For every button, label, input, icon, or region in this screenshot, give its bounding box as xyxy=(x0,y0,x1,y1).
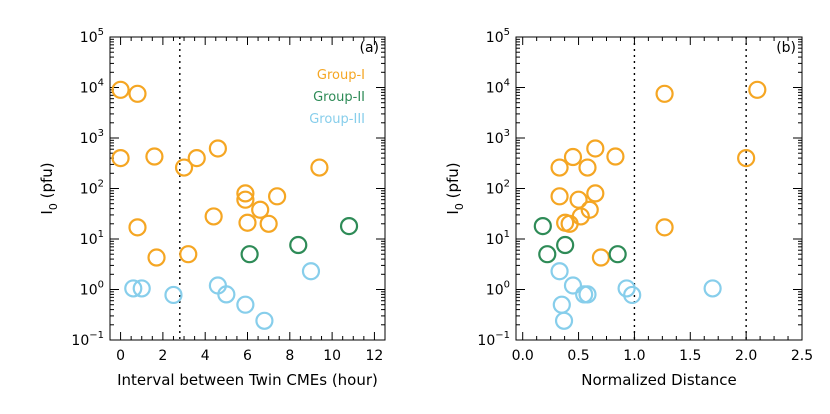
data-point-group-iii xyxy=(124,279,143,298)
x-tick-label: 4 xyxy=(201,348,210,364)
legend-entry: Group-I xyxy=(317,68,365,83)
data-point-group-i xyxy=(236,184,255,203)
panel-b: 0.0 0.5 1.0 1.5 2.0 2.5 10−1 100 101 102 103 104 105… xyxy=(444,27,813,389)
x-tick-label: 0.0 xyxy=(512,348,534,364)
data-point-group-i xyxy=(128,218,147,237)
data-point-group-i xyxy=(606,147,625,166)
y-tick-label: 10−1 xyxy=(71,330,104,349)
data-point-group-i xyxy=(586,139,605,158)
x-tick-label: 1.0 xyxy=(623,348,645,364)
panel-label: (b) xyxy=(776,40,796,56)
data-point-group-i xyxy=(586,184,605,203)
data-point-group-i xyxy=(550,187,569,206)
x-tick-label: 0 xyxy=(116,348,125,364)
data-point-group-iii xyxy=(552,295,571,314)
data-point-group-i xyxy=(251,200,270,219)
x-tick-label: 2.5 xyxy=(791,348,813,364)
data-point-group-i xyxy=(179,245,198,264)
data-point-group-i xyxy=(236,190,255,209)
data-point-group-i xyxy=(268,187,287,206)
data-point-group-i xyxy=(550,158,569,177)
data-point-group-i xyxy=(748,80,767,99)
x-tick-label: 2.0 xyxy=(735,348,757,364)
data-point-group-i xyxy=(737,148,756,168)
y-tick-label: 100 xyxy=(80,280,104,299)
data-point-group-ii xyxy=(339,217,359,236)
data-point-group-iii xyxy=(255,311,274,330)
x-tick-label: 0.5 xyxy=(567,348,589,364)
data-point-group-ii xyxy=(538,245,557,264)
panel-a: 0 2 4 6 8 10 12 10−1 100 101 102 103 104 105 (a) Group-… xyxy=(38,27,386,389)
data-point-group-i xyxy=(187,148,206,168)
data-point-group-iii xyxy=(554,311,574,330)
x-tick-label: 1.5 xyxy=(679,348,701,364)
data-point-group-i xyxy=(238,213,257,232)
data-point-group-i xyxy=(111,80,130,99)
data-point-group-iii xyxy=(132,279,151,298)
data-point-group-iii xyxy=(578,285,597,304)
data-point-group-i xyxy=(174,158,194,177)
y-tick-label: 103 xyxy=(80,128,104,147)
x-tick-label: 2 xyxy=(158,348,167,364)
data-point-group-i xyxy=(145,147,164,166)
y-tick-label: 101 xyxy=(80,229,104,248)
data-point-group-iii xyxy=(703,279,722,298)
data-point-group-i xyxy=(208,139,227,158)
data-point-group-i xyxy=(563,147,583,167)
x-tick-label: 8 xyxy=(285,348,294,364)
y-tick-label: 105 xyxy=(486,27,510,46)
data-point-group-ii xyxy=(556,235,575,255)
data-point-group-iii xyxy=(217,285,236,304)
data-point-group-iii xyxy=(563,276,583,295)
data-point-group-i xyxy=(560,214,579,233)
data-point-group-i xyxy=(204,207,223,226)
panel-label: (a) xyxy=(359,40,379,56)
legend-entry: Group-III xyxy=(309,112,365,127)
y-tick-label: 102 xyxy=(486,179,510,198)
y-tick-label: 100 xyxy=(486,280,510,299)
data-point-group-i xyxy=(111,148,130,168)
data-point-group-ii xyxy=(608,245,627,264)
y-axis-title: I0 (pfu) xyxy=(444,162,466,214)
data-point-group-ii xyxy=(240,245,259,264)
data-point-group-i xyxy=(310,158,329,177)
y-tick-label: 104 xyxy=(486,78,510,97)
data-point-group-ii xyxy=(289,235,308,255)
y-tick-label: 104 xyxy=(80,78,104,97)
data-point-group-i xyxy=(591,248,611,267)
data-point-group-i xyxy=(578,158,597,177)
y-tick-label: 101 xyxy=(486,229,510,248)
x-tick-label: 6 xyxy=(243,348,252,364)
data-point-group-i xyxy=(128,84,147,103)
x-tick-label: 10 xyxy=(323,348,341,364)
data-point-group-i xyxy=(147,248,166,267)
y-tick-label: 102 xyxy=(80,179,104,198)
x-axis-title: Normalized Distance xyxy=(581,371,736,389)
y-tick-label: 103 xyxy=(486,128,510,147)
data-point-group-i xyxy=(655,84,674,103)
y-axis-title: I0 (pfu) xyxy=(38,162,60,214)
legend-entry: Group-II xyxy=(313,90,365,105)
data-point-group-iii xyxy=(301,262,321,281)
data-point-group-i xyxy=(259,214,278,233)
y-tick-label: 105 xyxy=(80,27,104,46)
data-point-group-ii xyxy=(533,217,552,236)
data-point-group-iii xyxy=(164,285,183,305)
x-axis-title: Interval between Twin CMEs (hour) xyxy=(117,371,378,389)
y-tick-label: 10−1 xyxy=(477,330,510,349)
data-point-group-iii xyxy=(623,285,642,305)
data-point-group-iii xyxy=(550,262,569,281)
data-point-group-i xyxy=(655,218,674,237)
x-tick-label: 12 xyxy=(366,348,384,364)
data-point-group-iii xyxy=(236,295,255,314)
